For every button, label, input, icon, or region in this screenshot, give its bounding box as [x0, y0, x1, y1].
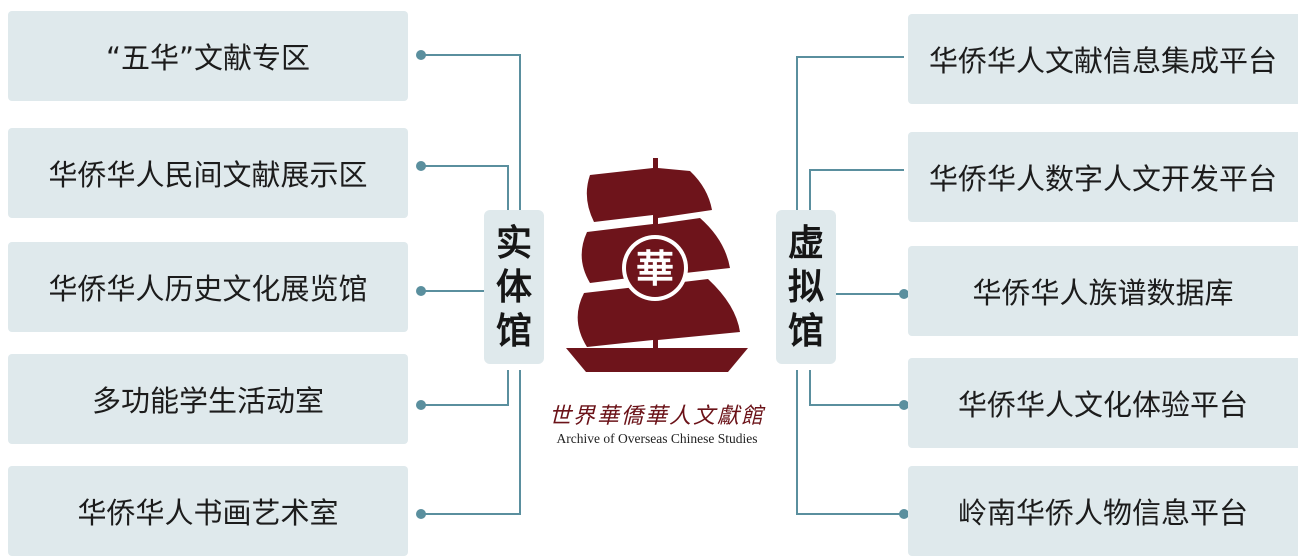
right-item-2-label: 华侨华人数字人文开发平台 — [928, 162, 1277, 196]
category-char: 体 — [495, 266, 532, 308]
category-char: 馆 — [495, 310, 532, 352]
connector-dot — [416, 400, 426, 410]
left-item-2-label: 华侨华人民间文献展示区 — [48, 158, 368, 192]
left-item-1: “五华”文献专区 — [8, 11, 408, 101]
connector-dot — [416, 50, 426, 60]
connector-right-5 — [796, 370, 904, 515]
connector-dot — [899, 289, 909, 299]
logo-subtitle: Archive of Overseas Chinese Studies — [556, 431, 758, 446]
left-item-2: 华侨华人民间文献展示区 — [8, 128, 408, 218]
connector-dot — [416, 509, 426, 519]
right-item-1: 华侨华人文献信息集成平台 — [908, 14, 1298, 104]
connector-dot — [416, 161, 426, 171]
connector-dot — [899, 509, 909, 519]
emblem-text: 華 — [636, 246, 674, 291]
connector-left-2 — [421, 165, 509, 210]
connector-right-4 — [809, 370, 904, 406]
right-item-4-label: 华侨华人文化体验平台 — [957, 388, 1248, 422]
left-item-5-label: 华侨华人书画艺术室 — [77, 496, 339, 530]
left-item-5: 华侨华人书画艺术室 — [8, 466, 408, 556]
connector-right-1 — [796, 56, 904, 210]
category-physical-hall: 实 体 馆 — [484, 210, 544, 364]
left-item-4-label: 多功能学生活动室 — [91, 384, 324, 418]
right-item-2: 华侨华人数字人文开发平台 — [908, 132, 1298, 222]
category-virtual-hall: 虚 拟 馆 — [776, 210, 836, 364]
logo-title: 世界華僑華人文獻館 — [548, 404, 765, 429]
connector-dot — [416, 286, 426, 296]
connector-left-5 — [421, 370, 521, 515]
category-char: 实 — [495, 222, 532, 264]
right-item-5-label: 岭南华侨人物信息平台 — [957, 496, 1248, 530]
category-char: 拟 — [787, 266, 824, 308]
connector-left-1 — [421, 54, 521, 210]
ship-logo-icon: 華 — [566, 158, 748, 372]
right-item-1-label: 华侨华人文献信息集成平台 — [928, 44, 1277, 78]
left-item-3: 华侨华人历史文化展览馆 — [8, 242, 408, 332]
left-item-4: 多功能学生活动室 — [8, 354, 408, 444]
connector-dot — [899, 400, 909, 410]
category-char: 馆 — [787, 310, 824, 352]
connector-left-4 — [421, 370, 509, 406]
category-char: 虚 — [787, 222, 824, 264]
right-item-4: 华侨华人文化体验平台 — [908, 358, 1298, 448]
right-item-3-label: 华侨华人族谱数据库 — [972, 276, 1234, 310]
left-item-3-label: 华侨华人历史文化展览馆 — [48, 272, 368, 306]
connector-right-2 — [809, 169, 904, 210]
right-item-3: 华侨华人族谱数据库 — [908, 246, 1298, 336]
right-item-5: 岭南华侨人物信息平台 — [908, 466, 1298, 556]
left-item-1-label: “五华”文献专区 — [105, 41, 311, 75]
